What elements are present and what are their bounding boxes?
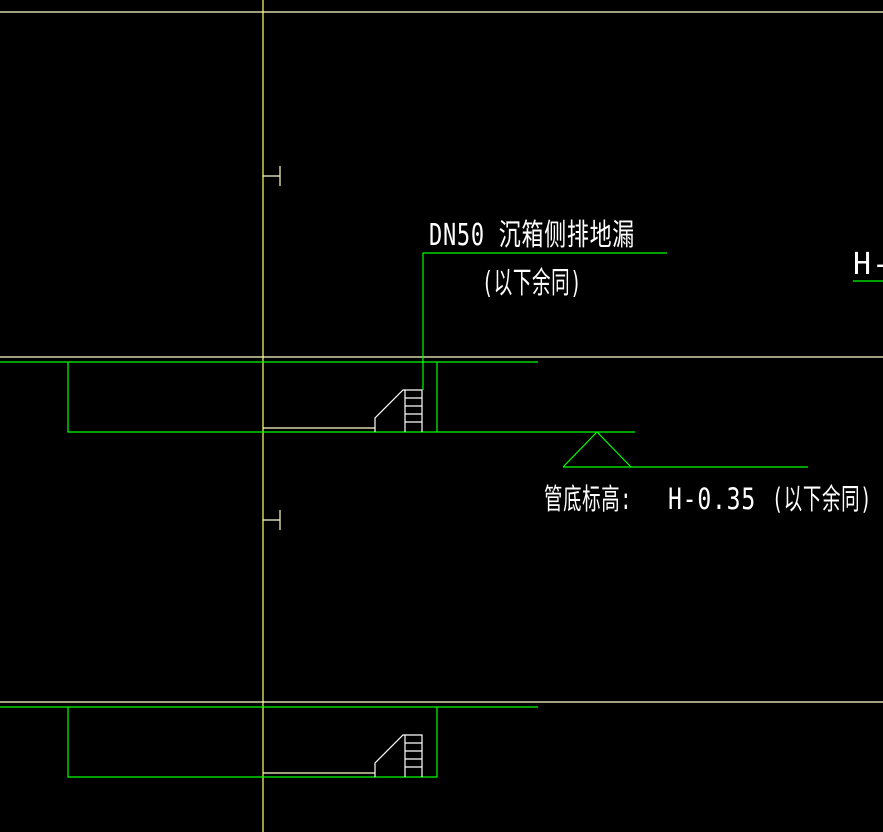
drain-note-label: (以下余同) [482,266,582,301]
elevation-marker [562,431,808,468]
drain-spec-label: DN50 沉箱侧排地漏 [429,218,635,253]
sunken-box-lower [67,707,438,778]
elevation-note-label: (以下余同) [772,482,872,516]
elevation-label: 管底标高: [544,482,632,516]
floor-line-lower [0,701,883,708]
elevation-value: H-0.35 [668,482,756,516]
axis-tick-upper [263,166,281,186]
drain-leader-line [422,252,667,390]
floor-line-upper [0,356,883,363]
floor-drain-symbol-lower [374,734,423,777]
floor-drain-symbol-upper [374,389,423,432]
axis-tick-lower [263,510,281,530]
cut-off-label: H- [853,247,883,282]
sunken-box-upper [67,362,635,433]
